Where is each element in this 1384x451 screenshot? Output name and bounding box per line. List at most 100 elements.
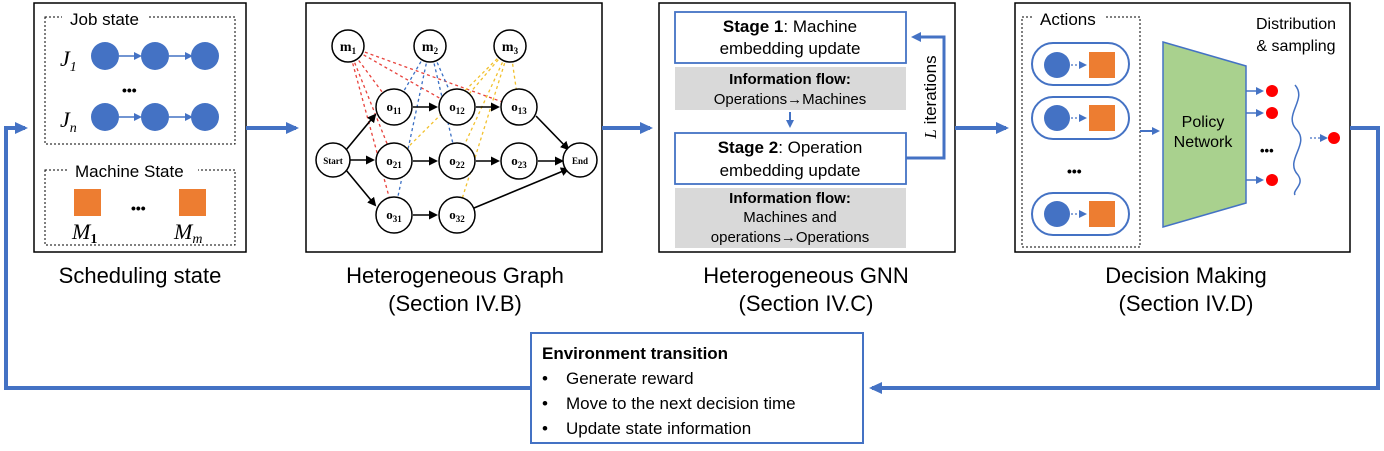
heterogeneous-gnn-section: (Section IV.C) [739, 291, 874, 316]
probability-ellipsis: ••• [1260, 143, 1274, 158]
flow2-line2: operations→Operations [711, 229, 869, 246]
iteration-loop-arrow [906, 32, 946, 160]
precedence-edges [345, 102, 570, 220]
machine-ellipsis: ••• [131, 200, 146, 216]
policy-network [1162, 41, 1247, 228]
stage2-subtitle: embedding update [720, 161, 861, 180]
machine-state-title: Machine State [75, 162, 184, 181]
job-operation-node [91, 103, 119, 131]
svg-text:o11: o11 [386, 99, 402, 116]
actions-ellipsis: ••• [1067, 163, 1082, 179]
stage1-subtitle: embedding update [720, 39, 861, 58]
svg-text:•: • [542, 369, 548, 388]
svg-text:•: • [542, 394, 548, 413]
svg-text:o22: o22 [449, 153, 465, 170]
end-node: End [562, 142, 598, 178]
scheduling-state-panel: Job state J1 ••• Jn Machine State ••• M1… [33, 2, 247, 253]
heterogeneous-gnn-caption: Heterogeneous GNN [703, 263, 908, 288]
svg-text:End: End [572, 156, 588, 166]
environment-transition-box: Environment transition • Generate reward… [530, 332, 864, 444]
operation-node-o21: o21 [375, 142, 413, 180]
heterogeneous-graph-section: (Section IV.B) [388, 291, 522, 316]
job-last-label: Jn [60, 107, 77, 136]
flow1-box [675, 67, 906, 110]
job-row-first [91, 42, 219, 70]
svg-text:m2: m2 [422, 40, 439, 56]
machine-node-m3: m3 [493, 29, 527, 63]
flow2-box [675, 188, 906, 248]
probability-dot [1266, 85, 1278, 97]
svg-text:Start: Start [323, 156, 343, 166]
machine-first-label: M1 [71, 219, 97, 247]
stage2-title: Stage 2 [718, 138, 778, 157]
machine-state-box [44, 169, 236, 246]
operation-node-o12: o12 [438, 88, 476, 126]
job-operation-node [141, 103, 169, 131]
distribution-line2: & sampling [1256, 38, 1335, 55]
job-operation-node [191, 103, 219, 131]
environment-item: Generate reward [566, 369, 694, 388]
job-row-last [91, 103, 219, 131]
operation-node-o11: o11 [375, 88, 413, 126]
machine-square [74, 189, 101, 216]
flow2-line1: Machines and [743, 209, 836, 226]
job-operation-node [191, 42, 219, 70]
machine-square [179, 189, 206, 216]
distribution-line1: Distribution [1256, 16, 1336, 33]
action-pair [1031, 192, 1130, 236]
stage2-box [674, 132, 907, 185]
heterogeneous-graph-panel: m1 m2 m3 Start End o11 o12 [305, 2, 603, 253]
flow2-title: Information flow: [729, 190, 851, 207]
job-state-box [44, 16, 236, 145]
svg-text:Stage 2: Operation: Stage 2: Operation [718, 138, 863, 157]
operation-node-o13: o13 [500, 88, 538, 126]
job-first-label: J1 [60, 46, 77, 75]
decision-making-section: (Section IV.D) [1119, 291, 1254, 316]
environment-title: Environment transition [542, 344, 728, 363]
machine-last-label: Mm [173, 219, 202, 247]
operation-node-o23: o23 [500, 142, 538, 180]
decision-making-panel: Actions ••• Policy Network ••• [1014, 2, 1351, 253]
iterations-label: L iterations [921, 55, 940, 139]
svg-text:m3: m3 [502, 40, 519, 56]
heterogeneous-graph-caption: Heterogeneous Graph [346, 263, 564, 288]
environment-item: Move to the next decision time [566, 394, 796, 413]
stage1-title: Stage 1 [723, 17, 783, 36]
operation-node-o31: o31 [375, 196, 413, 234]
job-ellipsis: ••• [122, 82, 137, 98]
flow1-title: Information flow: [729, 71, 851, 88]
environment-item: Update state information [566, 419, 751, 438]
operation-node-o32: o32 [438, 196, 476, 234]
svg-text:o12: o12 [449, 99, 465, 116]
probability-dot [1266, 174, 1278, 186]
job-operation-node [141, 42, 169, 70]
action-pair [1031, 42, 1130, 86]
actions-title: Actions [1040, 10, 1096, 29]
svg-text:•: • [542, 419, 548, 438]
svg-text:o32: o32 [449, 207, 465, 224]
job-operation-node [91, 42, 119, 70]
decision-making-caption: Decision Making [1105, 263, 1266, 288]
svg-text:m1: m1 [340, 40, 357, 56]
svg-text:o13: o13 [511, 99, 527, 116]
job-state-title: Job state [70, 10, 139, 29]
scheduling-state-caption: Scheduling state [59, 263, 222, 288]
machine-node-m1: m1 [331, 29, 365, 63]
sampled-action-dot [1328, 132, 1340, 144]
flow-arrows [4, 122, 1380, 394]
svg-text:o31: o31 [386, 207, 402, 224]
heterogeneous-gnn-panel: Stage 1: Machine embedding update Inform… [658, 2, 956, 253]
svg-text:o23: o23 [511, 153, 527, 170]
svg-text:o21: o21 [386, 153, 402, 170]
policy-network-line1: Policy [1182, 114, 1225, 131]
policy-network-line2: Network [1174, 134, 1234, 151]
flow1-text: Operations→Machines [714, 91, 867, 108]
machine-node-m2: m2 [413, 29, 447, 63]
probability-dot [1266, 107, 1278, 119]
start-node: Start [315, 142, 351, 178]
sampling-distribution-curve [1291, 84, 1302, 196]
operation-node-o22: o22 [438, 142, 476, 180]
stage1-box [674, 11, 907, 64]
svg-text:Stage 1: Machine: Stage 1: Machine [723, 17, 857, 36]
